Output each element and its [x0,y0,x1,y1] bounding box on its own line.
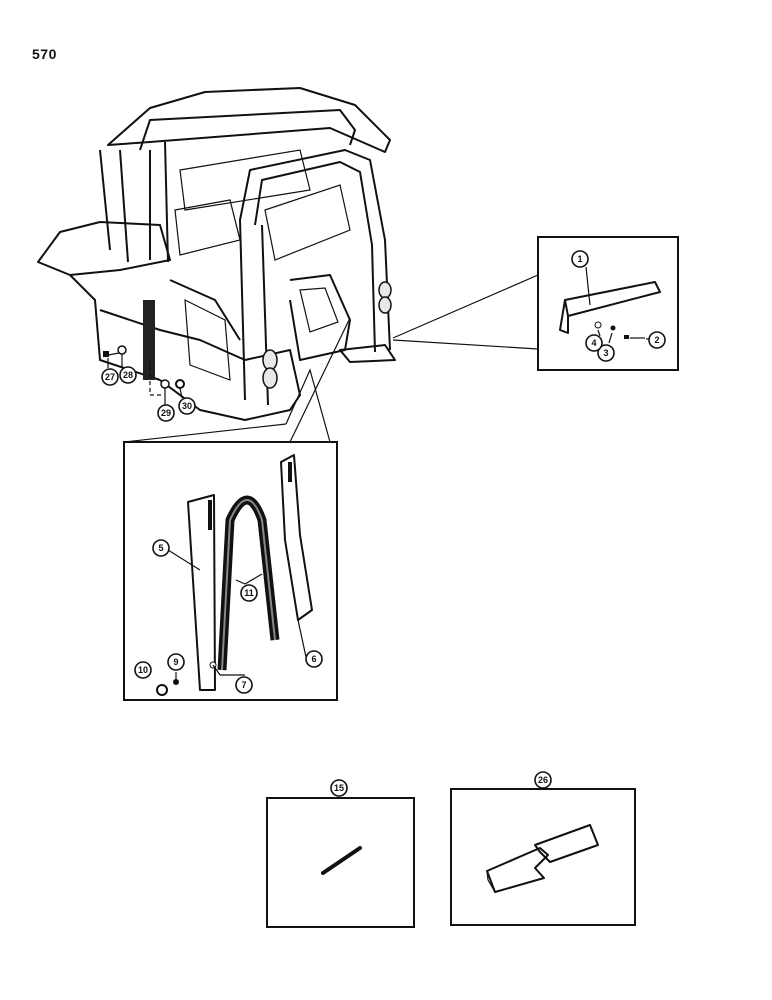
callout-29: 29 [157,404,175,422]
callout-4: 4 [585,334,603,352]
svg-text:5: 5 [158,543,163,553]
svg-text:29: 29 [161,408,171,418]
callout-27: 27 [101,368,119,386]
svg-text:15: 15 [334,783,344,793]
svg-text:7: 7 [241,680,246,690]
svg-text:6: 6 [311,654,316,664]
callout-10: 10 [134,661,152,679]
callout-11: 11 [240,584,258,602]
callout-26: 26 [534,771,552,789]
svg-text:28: 28 [123,370,133,380]
cab-frame-illustration [37,87,396,421]
svg-text:26: 26 [538,775,548,785]
detail-box-parts-5-11 [123,317,351,701]
svg-text:9: 9 [173,657,178,667]
svg-text:3: 3 [603,348,608,358]
svg-text:11: 11 [244,588,254,598]
callout-2: 2 [648,331,666,349]
page-number: 570 [32,46,57,62]
detail-box-part-1 [392,236,679,371]
detail-box-part-15 [266,797,415,928]
svg-text:27: 27 [105,372,115,382]
callout-30: 30 [178,397,196,415]
svg-text:1: 1 [577,254,582,264]
svg-text:2: 2 [654,335,659,345]
svg-text:30: 30 [182,401,192,411]
callout-7: 7 [235,676,253,694]
callout-9: 9 [167,653,185,671]
svg-text:4: 4 [591,338,596,348]
callout-1: 1 [571,250,589,268]
callout-28: 28 [119,366,137,384]
callout-3: 3 [597,344,615,362]
detail-box-part-26 [450,788,636,926]
callout-15: 15 [330,779,348,797]
callout-6: 6 [305,650,323,668]
svg-text:10: 10 [138,665,148,675]
callout-5: 5 [152,539,170,557]
